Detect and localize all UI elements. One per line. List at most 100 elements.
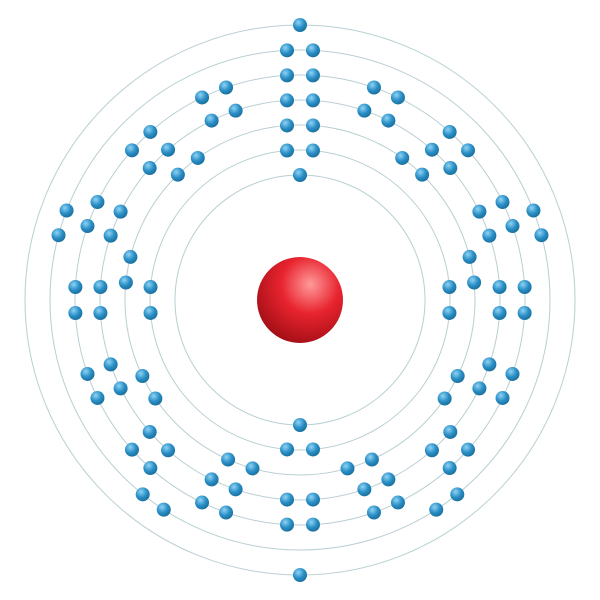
electron-shell-5 (195, 495, 210, 510)
electron-shell-4 (443, 161, 458, 176)
electron-shell-2 (280, 442, 295, 457)
shell-ring-3 (124, 124, 476, 476)
electron-shell-3 (170, 167, 185, 182)
shell-ring-6 (49, 49, 551, 551)
electron-shell-4 (424, 142, 439, 157)
electron-shell-4 (113, 381, 128, 396)
electron-shell-4 (492, 280, 507, 295)
electron-shell-4 (204, 113, 219, 128)
electron-shell-5 (68, 280, 83, 295)
electron-shell-5 (143, 124, 158, 139)
electron-shell-5 (219, 505, 234, 520)
nucleus (257, 257, 343, 343)
electron-shell-4 (492, 305, 507, 320)
electron-shell-4 (357, 482, 372, 497)
electron-shell-5 (517, 305, 532, 320)
electron-shell-3 (123, 249, 138, 264)
electron-shell-3 (118, 275, 133, 290)
electron-shell-3 (467, 275, 482, 290)
electron-shell-7 (293, 568, 307, 582)
electrons-layer (51, 18, 549, 582)
electron-shell-4 (472, 381, 487, 396)
electron-shell-5 (305, 517, 320, 532)
electron-shell-4 (204, 472, 219, 487)
electron-shell-3 (450, 369, 465, 384)
electron-shell-2 (442, 305, 457, 320)
electron-shell-5 (90, 390, 105, 405)
shell-ring-4 (99, 99, 501, 501)
electron-shell-2 (305, 442, 320, 457)
electron-shell-7 (293, 18, 307, 32)
electron-shell-3 (280, 118, 295, 133)
electron-shell-5 (280, 517, 295, 532)
electron-shell-5 (366, 80, 381, 95)
electron-shell-4 (142, 161, 157, 176)
electron-shell-4 (280, 492, 295, 507)
electron-shell-6 (534, 228, 549, 243)
electron-shell-4 (228, 103, 243, 118)
electron-shell-4 (280, 93, 295, 108)
electron-shell-5 (80, 219, 95, 234)
electron-shell-3 (364, 452, 379, 467)
electron-shell-6 (305, 43, 320, 58)
electron-shell-5 (68, 305, 83, 320)
shell-ring-2 (149, 149, 451, 451)
electron-shell-5 (390, 90, 405, 105)
electron-shell-2 (280, 143, 295, 158)
electron-shell-5 (143, 461, 158, 476)
electron-shell-6 (135, 487, 150, 502)
electron-shell-3 (148, 391, 163, 406)
electron-shell-4 (424, 443, 439, 458)
electron-shell-4 (142, 424, 157, 439)
electron-shell-5 (90, 195, 105, 210)
electron-shell-6 (51, 228, 66, 243)
electron-shell-4 (357, 103, 372, 118)
shell-ring-5 (74, 74, 526, 526)
electron-shell-6 (429, 502, 444, 517)
electron-shell-4 (103, 228, 118, 243)
electron-shell-1 (293, 418, 307, 432)
electron-shell-3 (245, 461, 260, 476)
electron-shell-4 (93, 305, 108, 320)
electron-shell-5 (305, 68, 320, 83)
electron-shell-4 (305, 492, 320, 507)
electron-shell-2 (143, 280, 158, 295)
electron-shell-5 (80, 366, 95, 381)
electron-shell-3 (190, 150, 205, 165)
electron-shell-3 (462, 249, 477, 264)
electron-shell-4 (381, 113, 396, 128)
electron-shell-4 (161, 443, 176, 458)
electron-shell-5 (505, 366, 520, 381)
electron-shell-5 (124, 143, 139, 158)
electron-shell-4 (482, 357, 497, 372)
electron-shell-5 (461, 442, 476, 457)
electron-shell-5 (219, 80, 234, 95)
electron-shell-5 (495, 390, 510, 405)
electron-shell-3 (305, 118, 320, 133)
electron-shell-5 (280, 68, 295, 83)
electron-shell-5 (495, 195, 510, 210)
electron-shell-4 (381, 472, 396, 487)
electron-shell-5 (442, 461, 457, 476)
electron-shell-4 (113, 204, 128, 219)
electron-shell-4 (161, 142, 176, 157)
electron-shell-3 (135, 369, 150, 384)
electron-shell-5 (505, 219, 520, 234)
electron-shell-4 (482, 228, 497, 243)
electron-shell-6 (59, 203, 74, 218)
electron-shell-4 (472, 204, 487, 219)
electron-shell-2 (442, 280, 457, 295)
electron-shell-5 (366, 505, 381, 520)
electron-shell-6 (450, 487, 465, 502)
electron-shell-4 (443, 424, 458, 439)
electron-shell-2 (143, 305, 158, 320)
electron-shell-5 (461, 143, 476, 158)
electron-shell-5 (124, 442, 139, 457)
electron-shell-3 (221, 452, 236, 467)
electron-shell-3 (340, 461, 355, 476)
electron-shell-6 (156, 502, 171, 517)
electron-shell-4 (103, 357, 118, 372)
electron-shell-4 (93, 280, 108, 295)
electron-shell-1 (293, 168, 307, 182)
